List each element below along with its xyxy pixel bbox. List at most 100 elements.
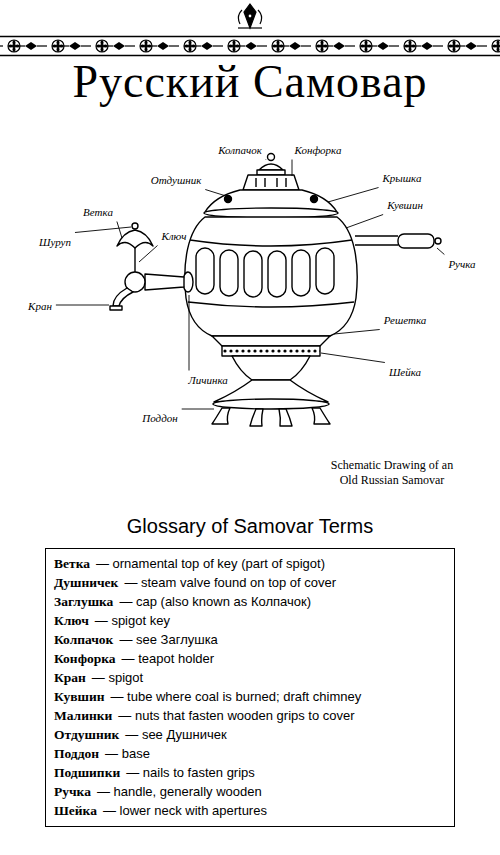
samovar-drawing [243, 175, 299, 190]
glossary-term: Колпачок [54, 630, 113, 649]
glossary-definition: — tube where coal is burned; draft chimn… [110, 687, 361, 706]
glossary-row: Колпачок — see Заглушка [54, 630, 446, 649]
samovar-drawing [188, 240, 354, 307]
part-label: Шейка [388, 366, 422, 379]
samovar-drawing [185, 217, 357, 336]
glossary-row: Ветка — ornamental top of key (part of sp… [54, 554, 446, 573]
crest-ornament [238, 4, 262, 28]
glossary-row: Конфорка — teapot holder [54, 649, 446, 668]
glossary-term: Кувшин [54, 687, 104, 706]
rosette-band [0, 38, 500, 54]
samovar-drawing [134, 248, 135, 272]
part-label: Кран [27, 300, 53, 313]
samovar-drawing [268, 251, 286, 297]
glossary-definition: — see Заглушка [119, 630, 217, 649]
glossary-definition: — base [105, 744, 150, 763]
samovar-drawing [279, 409, 292, 426]
glossary-term: Подшипки [54, 763, 120, 782]
part-label: Личинка [187, 374, 229, 387]
leader-line [182, 409, 214, 410]
samovar-drawing [222, 346, 320, 356]
samovar-drawing [312, 408, 330, 424]
part-label: Решетка [383, 314, 428, 327]
samovar-drawing [398, 234, 434, 248]
samovar-drawing [292, 250, 310, 296]
glossary-heading: Glossary of Samovar Terms [46, 513, 454, 539]
samovar-drawing [256, 178, 286, 187]
crest-ornament [238, 27, 262, 28]
samovar-drawing [132, 223, 138, 229]
leader-line [205, 190, 226, 197]
glossary-term: Шейка [54, 801, 97, 820]
leader-line [189, 295, 190, 371]
glossary-term: Ветка [54, 554, 90, 573]
glossary-row: Ключ— spigot key [54, 611, 446, 630]
glossary-row: Шейка — lower neck with apertures [54, 801, 446, 820]
samovar-drawing [244, 251, 262, 297]
samovar-drawing [316, 248, 334, 294]
crest-ornament [244, 4, 256, 28]
samovar-drawing [145, 274, 184, 290]
glossary-definition: — spigot [92, 668, 143, 687]
samovar-drawing [435, 238, 441, 244]
samovar-drawing [225, 196, 232, 203]
glossary-definition: — ornamental top of key (part of spigot) [96, 554, 325, 573]
samovar-drawing [222, 346, 320, 356]
glossary-definition: — steam valve found on top of cover [124, 573, 336, 592]
glossary-term: Заглушка [54, 592, 113, 611]
part-label: Ветка [82, 206, 114, 219]
glossary-term: Отдушник [54, 725, 119, 744]
glossary-term: Ручка [54, 782, 91, 801]
glossary-term: Конфорка [54, 649, 116, 668]
glossary-row: Поддон — base [54, 744, 446, 763]
leader-line [265, 159, 266, 161]
figure-caption: Schematic Drawing of an Old Russian Samo… [322, 458, 462, 488]
samovar-drawing [220, 250, 238, 296]
glossary-definition: — cap (also known as Колпачок) [119, 592, 311, 611]
glossary-row: Душничек— steam valve found on top of co… [54, 573, 446, 592]
samovar-drawing [250, 409, 263, 426]
glossary-term: Малинки [54, 706, 112, 725]
glossary-definition: — nails to fasten grips [126, 763, 255, 782]
crest-ornament [248, 14, 252, 18]
part-label: Отдушник [150, 174, 203, 187]
part-label: Ключ [161, 230, 188, 243]
leader-line [117, 222, 122, 239]
part-label: Кувшин [386, 199, 424, 212]
glossary-term: Поддон [54, 744, 99, 763]
leader-line [328, 188, 379, 203]
samovar-drawing [259, 164, 283, 170]
glossary-row: Подшипки — nails to fasten grips [54, 763, 446, 782]
glossary-definition: — nuts that fasten wooden grips to cover [118, 706, 354, 725]
page-title: Русский Самовар [0, 56, 500, 108]
part-label: Поддон [141, 412, 178, 425]
rosette-band [0, 36, 500, 38]
part-label: Крышка [382, 172, 423, 185]
samovar-drawing [212, 408, 230, 424]
glossary-definition: — teapot holder [122, 649, 215, 668]
leader-line [56, 305, 109, 306]
samovar-drawing [268, 154, 275, 161]
part-label: Шуруп [38, 236, 72, 249]
crest-ornament [238, 10, 261, 24]
glossary-term: Кран [54, 668, 86, 687]
leader-line [346, 215, 383, 229]
leader-line [292, 160, 293, 177]
glossary-row: Заглушка — cap (also known as Колпачок) [54, 592, 446, 611]
glossary-row: Малинки — nuts that fasten wooden grips t… [54, 706, 446, 725]
samovar-drawing [212, 336, 330, 346]
leader-line [437, 248, 444, 255]
leader-line [321, 353, 385, 363]
glossary-definition: — lower neck with apertures [103, 801, 267, 820]
samovar-drawing [232, 356, 310, 380]
part-label: Конфорка [294, 144, 343, 157]
leader-line [334, 330, 380, 335]
samovar-drawing [113, 288, 133, 306]
glossary-row: Ручка— handle, generally wooden [54, 782, 446, 801]
glossary-row: Кувшин — tube where coal is burned; draft… [54, 687, 446, 706]
glossary-definition: — see Душничек [125, 725, 226, 744]
part-label: Ручка [447, 258, 476, 271]
glossary-row: Отдушник — see Душничек [54, 725, 446, 744]
glossary-box: Glossary of Samovar TermsВетка— ornament… [45, 548, 455, 827]
samovar-drawing [311, 196, 318, 203]
